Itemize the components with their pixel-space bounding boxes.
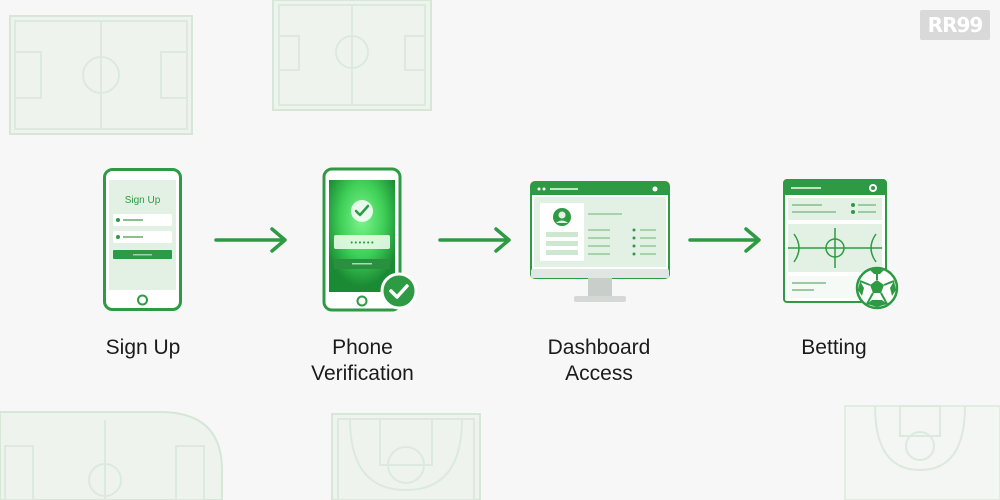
arrow-right-icon — [688, 227, 761, 253]
step-betting-app-icon — [783, 179, 899, 310]
step-signup-phone-icon: Sign Up — [103, 168, 182, 311]
step-dashboard-monitor-icon — [530, 181, 670, 302]
brand-logo: RR99 — [920, 10, 990, 40]
signup-screen-title: Sign Up — [125, 195, 161, 206]
step-label-betting: Betting — [801, 336, 867, 359]
step-verification-phone-icon: •••••• — [322, 167, 418, 312]
soccer-ball-icon — [855, 266, 899, 310]
arrow-right-icon — [214, 227, 287, 253]
step-label-verification: Phone Verification — [311, 336, 414, 385]
arrow-right-icon — [438, 227, 511, 253]
step-label-signup: Sign Up — [105, 336, 181, 359]
verification-code-mask: •••••• — [350, 239, 375, 247]
step-label-dashboard: Dashboard Access — [547, 336, 651, 385]
